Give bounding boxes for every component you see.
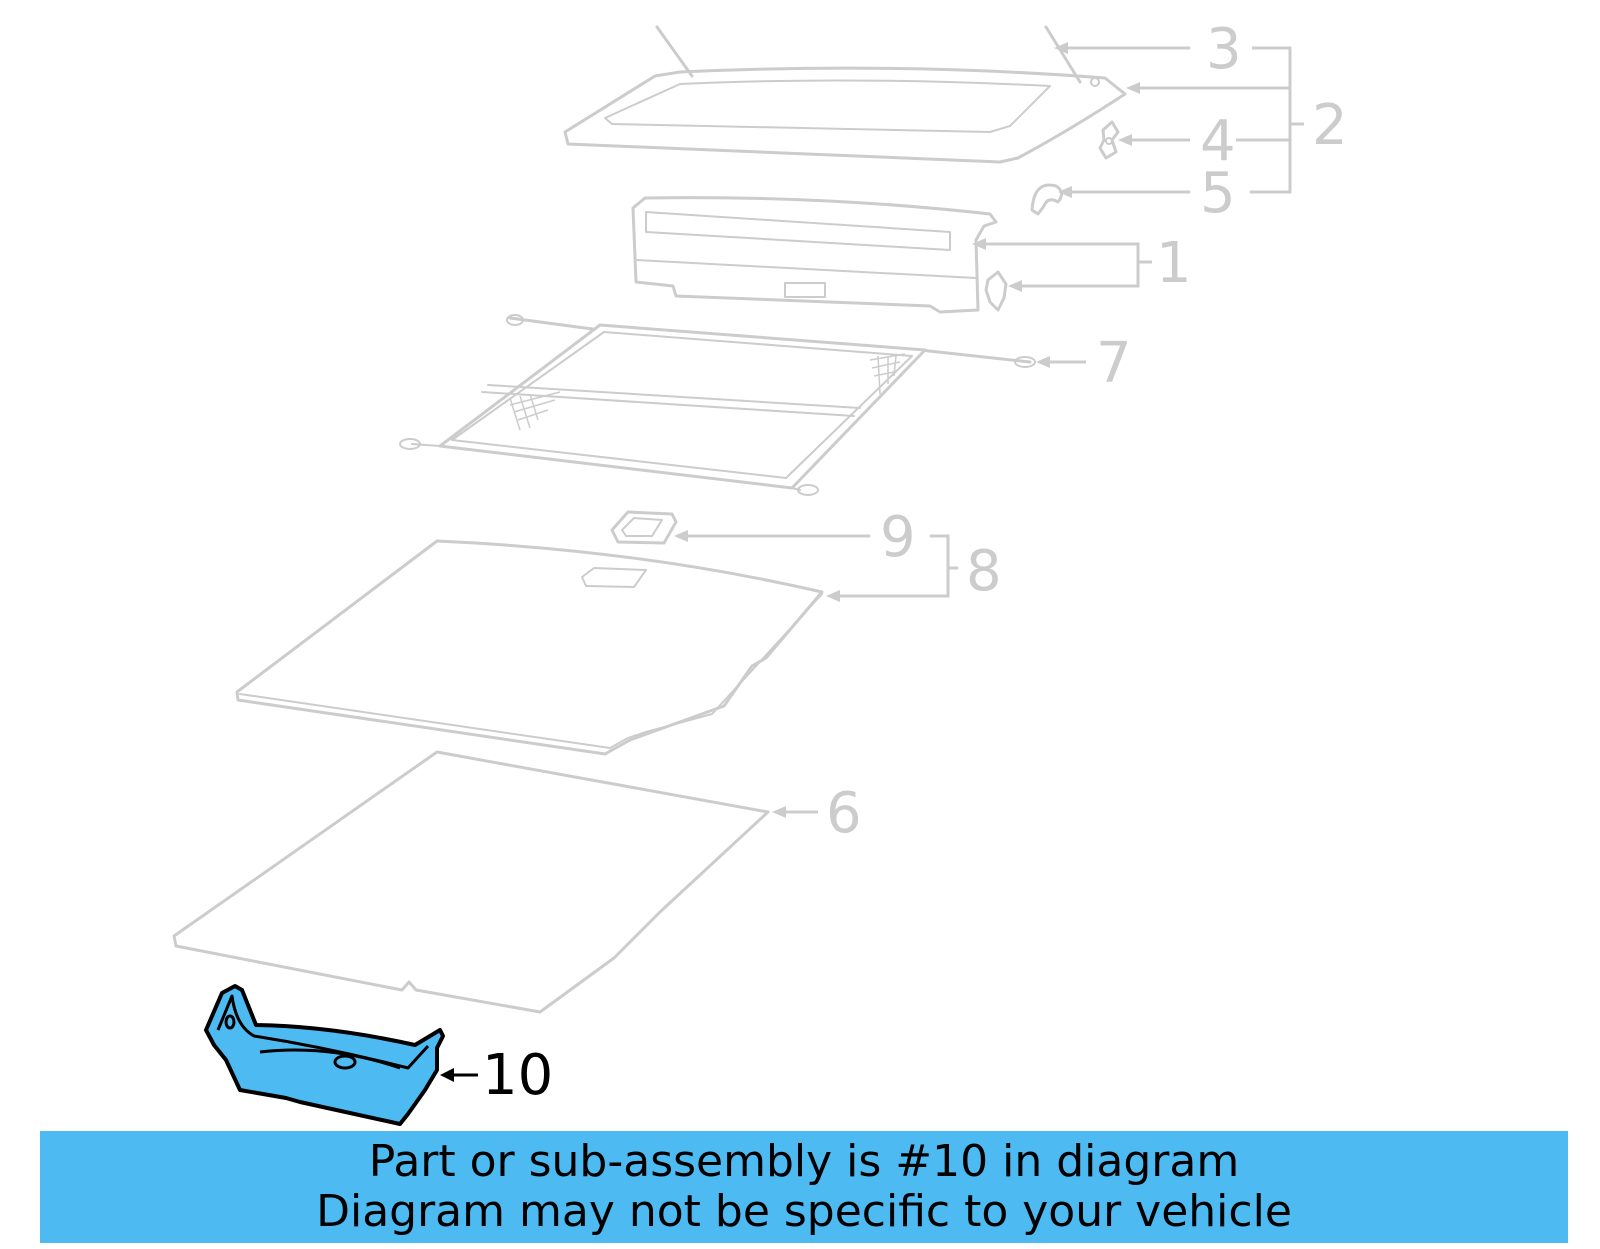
info-banner: Part or sub-assembly is #10 in diagram D… (40, 1131, 1568, 1243)
callout-9: 9 (674, 505, 916, 570)
part-10-storage-tray[interactable] (204, 984, 445, 1126)
svg-text:3: 3 (1206, 17, 1242, 82)
svg-text:8: 8 (966, 539, 1002, 604)
callout-4: 4 (1118, 109, 1236, 174)
banner-part-line: Part or sub-assembly is #10 in diagram (368, 1136, 1240, 1187)
svg-text:5: 5 (1200, 161, 1236, 226)
part-1-trim-panel[interactable] (631, 196, 998, 314)
callout-8-bracket: 8 (826, 534, 1002, 604)
svg-text:7: 7 (1096, 331, 1132, 396)
part-7-cargo-net[interactable] (399, 314, 1036, 496)
part-3-support-rods[interactable] (655, 25, 1100, 87)
callout-2-bracket: 2 (1126, 46, 1348, 194)
svg-text:2: 2 (1312, 93, 1348, 158)
svg-text:6: 6 (826, 781, 862, 846)
part-6-floor-mat[interactable] (172, 750, 770, 1014)
callout-6: 6 (772, 781, 862, 846)
callout-1: 1 (972, 231, 1192, 296)
part-2-cover-panel[interactable] (563, 66, 1127, 164)
callout-10[interactable]: 10 (440, 1043, 553, 1108)
part-4-clip[interactable] (1098, 120, 1120, 160)
svg-text:4: 4 (1200, 109, 1236, 174)
part-8-floor-board[interactable] (235, 539, 824, 756)
svg-text:1: 1 (1156, 231, 1192, 296)
callout-5: 5 (1058, 161, 1236, 226)
callout-3: 3 (1054, 17, 1242, 82)
svg-text:9: 9 (880, 505, 916, 570)
svg-text:10: 10 (482, 1043, 553, 1108)
banner-disclaimer-line: Diagram may not be specific to your vehi… (316, 1186, 1292, 1237)
part-9-handle[interactable] (610, 510, 678, 545)
part-5-hook[interactable] (1030, 183, 1063, 216)
callout-7: 7 (1036, 331, 1132, 396)
part-1-clip[interactable] (984, 270, 1008, 312)
